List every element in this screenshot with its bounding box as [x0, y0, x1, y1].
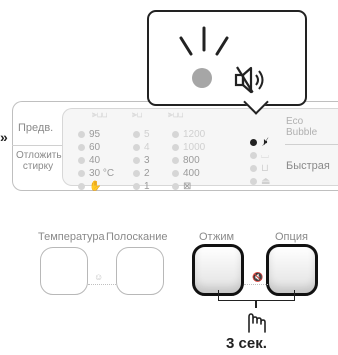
spin-option: 800 — [172, 154, 205, 167]
hold-duration-label: 3 сек. — [226, 335, 267, 352]
rinse-option: 5 — [133, 128, 150, 141]
rinse-option: 3 — [133, 154, 150, 167]
indicator-dot — [172, 183, 179, 190]
indicator-dot — [133, 131, 140, 138]
indicator-dot — [172, 144, 179, 151]
spin-button-label: Отжим — [199, 231, 235, 243]
temperature-button[interactable] — [40, 247, 88, 295]
eco-bubble-label: Eco Bubble — [286, 116, 318, 138]
indicator-dot — [133, 157, 140, 164]
sound-off-icon-small: 🕨̸ — [261, 137, 268, 148]
smile-icon: ☺ — [94, 272, 104, 282]
option-row: ⊔ — [250, 162, 270, 175]
indicator-dot — [133, 144, 140, 151]
dotted-link — [244, 284, 268, 285]
callout-bubble — [147, 10, 307, 106]
delay-label: Отложить стирку — [16, 150, 62, 172]
quick-label: Быстрая — [286, 160, 330, 172]
press-together-bracket — [218, 290, 295, 301]
indicator-dot — [78, 144, 85, 151]
indicator-dot — [250, 152, 257, 159]
spin-button[interactable] — [192, 244, 244, 296]
indicator-dot — [78, 170, 85, 177]
mute-option: 🕨̸ — [250, 136, 270, 149]
bracket-stem — [255, 300, 257, 308]
basin-icon: ⊔ — [261, 163, 269, 174]
hand-press-icon — [248, 313, 266, 333]
spin-header-icon: ⫸⊔⊔ — [168, 109, 184, 119]
indicator-dot — [250, 178, 257, 185]
divider — [285, 144, 338, 145]
temp-option: 95 — [78, 128, 114, 141]
indicator-dot — [133, 170, 140, 177]
no-spin-icon: ⊠ — [183, 181, 192, 192]
indicator-dot — [78, 131, 85, 138]
indicator-lamp — [192, 68, 212, 88]
temperature-options: 95 60 40 30 °C ✋ — [78, 128, 114, 193]
blink-lines-icon — [179, 26, 229, 56]
iron-icon: ⏏ — [261, 176, 271, 187]
prewash-label: Предв. — [18, 122, 54, 134]
sound-off-icon-small: 🔇 — [252, 272, 264, 282]
rinse-options: 5 4 3 2 1 — [133, 128, 150, 193]
spin-option: 1000 — [172, 141, 205, 154]
cold-hand-icon: ✋ — [89, 181, 102, 192]
spin-options: 1200 1000 800 400 ⊠ — [172, 128, 205, 193]
indicator-dot — [172, 157, 179, 164]
option-button-label: Опция — [275, 231, 308, 243]
double-chevron-icon: » — [0, 129, 8, 145]
temp-option: ✋ — [78, 180, 114, 193]
indicator-dot — [78, 183, 85, 190]
indicator-dot — [172, 170, 179, 177]
temp-option: 30 °C — [78, 167, 114, 180]
rinse-header-icon: ⫸⊔ — [132, 109, 143, 119]
indicator-dot — [250, 165, 257, 172]
temperature-button-label: Температура — [38, 231, 105, 243]
spin-option: ⊠ — [172, 180, 205, 193]
rinse-option: 1 — [133, 180, 150, 193]
temp-option: 60 — [78, 141, 114, 154]
temperature-header-icon: ⫸⊔⊔ — [92, 109, 108, 119]
wash-icon: ⌴ — [261, 150, 269, 161]
indicator-dot — [78, 157, 85, 164]
indicator-dot — [172, 131, 179, 138]
rinse-button-label: Полоскание — [106, 231, 168, 243]
rinse-option: 4 — [133, 141, 150, 154]
rinse-button[interactable] — [116, 247, 164, 295]
spin-option: 1200 — [172, 128, 205, 141]
option-row: ⌴ — [250, 149, 270, 162]
sound-off-icon — [234, 66, 264, 94]
option-row: ⏏ — [250, 175, 270, 188]
display-area — [62, 108, 338, 186]
option-indicators: 🕨̸ ⌴ ⊔ ⏏ — [250, 136, 270, 188]
rinse-option: 2 — [133, 167, 150, 180]
dotted-link — [88, 284, 116, 285]
divider — [12, 145, 62, 146]
spin-option: 400 — [172, 167, 205, 180]
indicator-dot-active — [250, 139, 257, 146]
indicator-dot — [133, 183, 140, 190]
temp-option: 40 — [78, 154, 114, 167]
option-button[interactable] — [266, 244, 318, 296]
